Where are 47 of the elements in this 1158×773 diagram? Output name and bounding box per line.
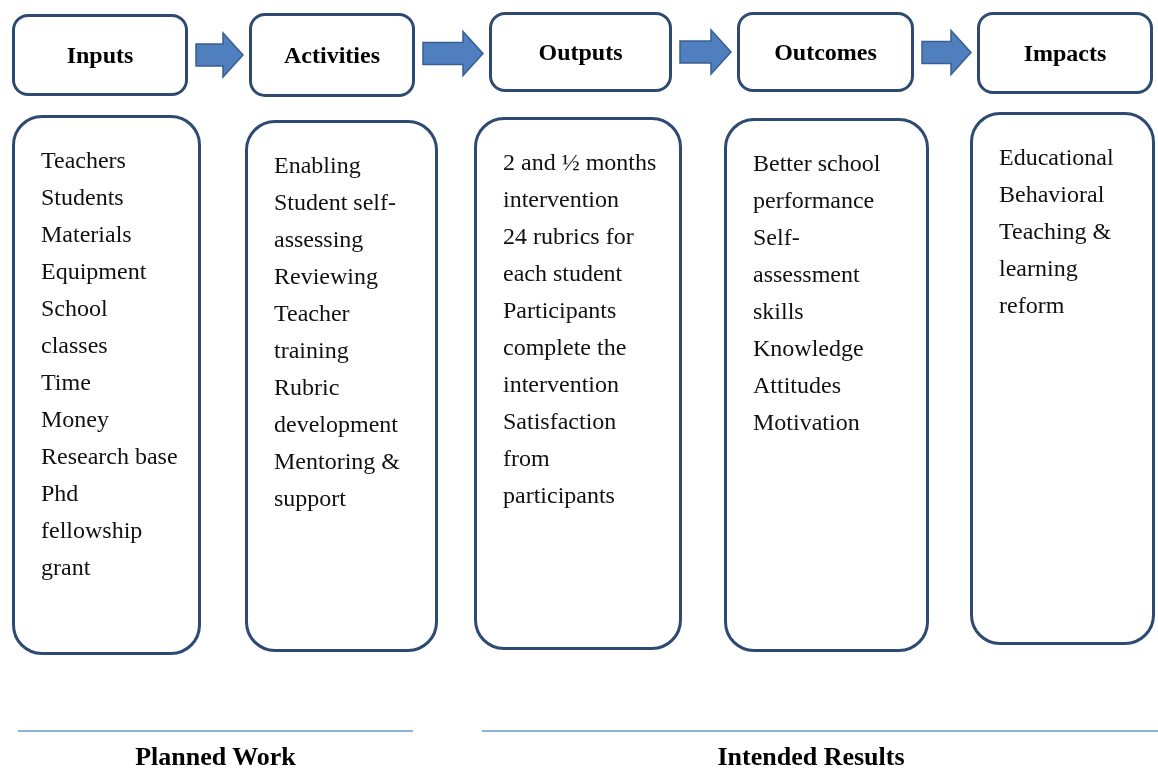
stage-header-box [737,12,914,92]
stage-header-box [489,12,672,92]
list-item: Motivation [753,408,861,437]
list-item: Teaching & learning reform [999,217,1113,320]
block-arrow [921,28,972,77]
stage-content-box [12,115,201,655]
list-item: Teacher training [274,299,351,365]
block-arrow [679,28,732,76]
stage-content-box [724,118,929,652]
list-item: Rubric development [274,373,399,439]
group-label: Intended Results [716,742,906,772]
list-item: Money [41,405,110,434]
stage-content-box [474,117,682,650]
list-item: Enabling Student self-assessing [274,151,397,254]
list-item: Materials [41,220,133,249]
group-label: Planned Work [134,742,297,772]
list-item: Time [41,368,92,397]
list-item: Mentoring & support [274,447,401,513]
stage-title: Inputs [66,41,134,69]
list-item: Better school performance [753,149,882,215]
stage-title: Outcomes [774,38,877,66]
list-item: Equipment [41,257,148,286]
list-item: Phd fellowship grant [41,479,144,582]
stage-title: Impacts [1023,39,1107,67]
stage-content-box [245,120,438,652]
list-item: 2 and ½ months intervention [503,148,658,214]
list-item: Satisfaction from participants [503,407,618,510]
stage-header-box [12,14,188,96]
stage-title: Outputs [538,38,623,66]
list-item: School classes [41,294,109,360]
list-item: Research base [41,442,178,471]
list-item: Behavioral [999,180,1106,209]
stage-content-box [970,112,1155,645]
list-item: Participants complete the intervention [503,296,628,399]
list-item: Self-assessment skills [753,223,861,326]
block-arrow [195,31,244,79]
stage-header-box [977,12,1153,94]
list-item: Teachers [41,146,127,175]
list-item: 24 rubrics for each student [503,222,635,288]
list-item: Reviewing [274,262,379,291]
block-arrow [422,29,484,78]
list-item: Educational [999,143,1115,172]
stage-header-box [249,13,415,97]
list-item: Students [41,183,125,212]
list-item: Attitudes [753,371,842,400]
stage-title: Activities [284,41,380,69]
list-item: Knowledge [753,334,865,363]
